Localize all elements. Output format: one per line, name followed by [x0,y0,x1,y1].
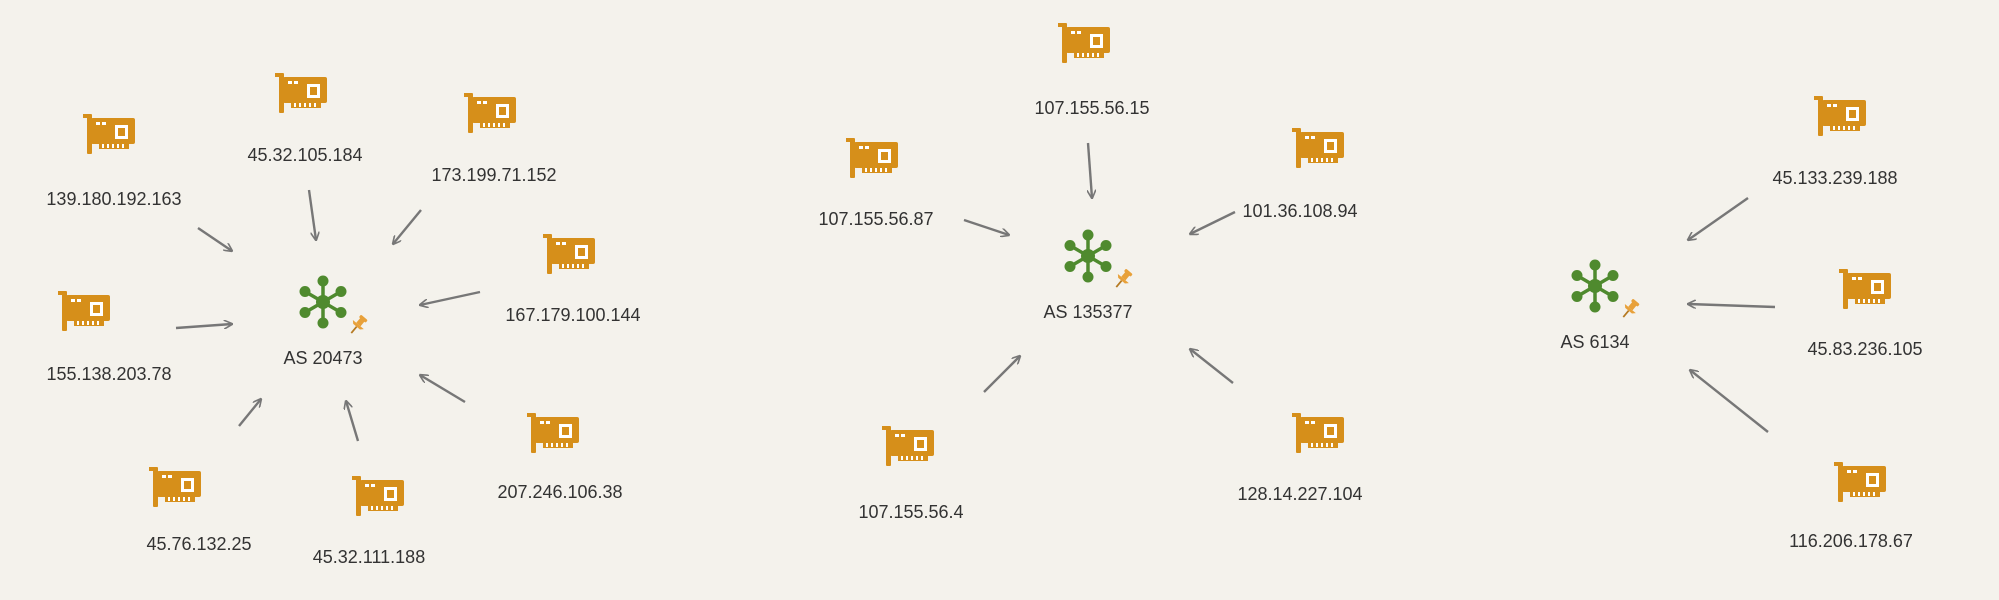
edge-arrow [420,375,466,404]
edge-arrow [983,356,1020,393]
ip-label: 207.246.106.38 [497,482,622,502]
ip-node[interactable]: 45.32.111.188 [313,476,425,567]
edge-arrow [346,401,360,442]
network-card-icon [464,93,516,133]
network-hub-icon [1062,227,1114,285]
as-node[interactable]: AS 135377 [1043,227,1134,323]
network-card-icon [58,291,110,331]
ip-label: 45.32.105.184 [247,145,362,165]
pushpin-icon [1619,298,1641,320]
network-card-icon [846,138,898,178]
network-card-icon [352,476,404,516]
ip-label: 45.133.239.188 [1772,168,1897,188]
ip-node[interactable]: 116.206.178.67 [1789,462,1913,551]
ip-label: 107.155.56.4 [858,502,963,522]
network-card-icon [527,413,579,453]
network-card-icon [149,467,201,507]
ip-node[interactable]: 107.155.56.15 [1034,23,1150,118]
edge-arrow [238,399,261,427]
ip-node[interactable]: 45.32.105.184 [247,73,363,165]
ip-node[interactable]: 45.133.239.188 [1772,96,1898,188]
as-label: AS 6134 [1560,332,1629,352]
edge-arrow [1190,210,1236,234]
edge-arrow [393,209,422,244]
ip-label: 101.36.108.94 [1242,201,1357,221]
ip-label: 139.180.192.163 [46,189,181,209]
ip-label: 45.76.132.25 [146,534,251,554]
ip-node[interactable]: 45.83.236.105 [1807,269,1923,359]
ip-label: 167.179.100.144 [505,305,640,325]
ip-node[interactable]: 139.180.192.163 [46,114,182,209]
network-card-icon [1839,269,1891,309]
as-node[interactable]: AS 20473 [283,273,369,369]
edge-arrow [1190,349,1234,384]
ip-node[interactable]: 167.179.100.144 [505,234,641,325]
ip-label: 45.32.111.188 [313,547,425,567]
pushpin-icon [1112,268,1134,290]
network-card-icon [1292,128,1344,168]
ip-label: 155.138.203.78 [46,364,171,384]
edge-arrow [175,324,232,330]
ip-node[interactable]: 155.138.203.78 [46,291,172,384]
as-label: AS 135377 [1043,302,1132,322]
ip-node[interactable]: 107.155.56.4 [858,426,964,522]
ip-node[interactable]: 107.155.56.87 [818,138,934,229]
edge-arrow [307,189,316,240]
ip-label: 45.83.236.105 [1807,339,1922,359]
network-hub-icon [297,273,349,331]
edge-arrow [963,218,1009,235]
ip-label: 173.199.71.152 [431,165,556,185]
network-card-icon [1292,413,1344,453]
edge-arrow [197,227,232,251]
ip-label: 107.155.56.87 [818,209,933,229]
edge-arrow [420,290,481,305]
network-card-icon [1058,23,1110,63]
ip-node[interactable]: 45.76.132.25 [146,467,252,554]
pushpin-icon [347,314,369,336]
network-card-icon [1814,96,1866,136]
ip-node[interactable]: 173.199.71.152 [431,93,557,185]
network-card-icon [543,234,595,274]
ip-node[interactable]: 207.246.106.38 [497,413,623,502]
edge-arrow [1688,304,1776,307]
ip-label: 116.206.178.67 [1789,531,1913,551]
network-card-icon [83,114,135,154]
ip-node[interactable]: 128.14.227.104 [1237,413,1363,504]
edge-arrow [1688,197,1749,240]
ip-label: 107.155.56.15 [1034,98,1149,118]
edge-arrow [1690,370,1769,433]
as-label: AS 20473 [283,348,362,368]
network-hub-icon [1569,257,1621,315]
network-card-icon [1834,462,1886,502]
ip-node[interactable]: 101.36.108.94 [1242,128,1358,221]
ip-label: 128.14.227.104 [1237,484,1362,504]
as-node[interactable]: AS 6134 [1560,257,1641,353]
network-card-icon [882,426,934,466]
network-card-icon [275,73,327,113]
edge-arrow [1086,142,1092,198]
